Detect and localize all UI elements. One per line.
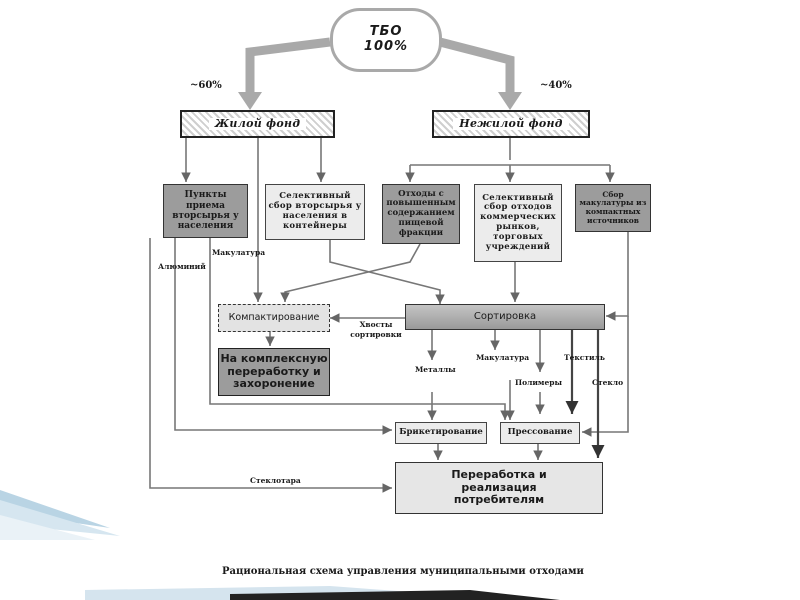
pressing-box: Прессование xyxy=(500,422,580,444)
collection-points-label: Пункты приема вторсырья у населения xyxy=(172,190,239,232)
paper-collection-box: Сбор макулатуры из компактных источников xyxy=(575,184,651,232)
sorting-box: Сортировка xyxy=(405,304,605,330)
food-waste-label: Отходы с повышенным содержанием пищевой … xyxy=(386,188,456,238)
consumers-box: Переработка и реализация потребителям xyxy=(395,462,603,514)
paper-collection-label: Сбор макулатуры из компактных источников xyxy=(579,189,647,225)
label-textile: Текстиль xyxy=(564,353,605,362)
food-waste-box: Отходы с повышенным содержанием пищевой … xyxy=(382,184,460,244)
label-sorting-tails: Хвосты сортировки xyxy=(350,320,402,339)
commercial-selective-label: Селективный сбор отходов коммерческих ры… xyxy=(480,192,556,252)
label-glass-container: Стеклотара xyxy=(250,476,301,485)
consumers-label: Переработка и реализация потребителям xyxy=(451,468,547,507)
commercial-selective-box: Селективный сбор отходов коммерческих ры… xyxy=(474,184,562,262)
label-metals: Металлы xyxy=(415,365,456,374)
sorting-label: Сортировка xyxy=(473,311,537,323)
label-paper-left: Макулатура xyxy=(212,248,266,257)
briquetting-box: Брикетирование xyxy=(395,422,487,444)
root-percent: 100% xyxy=(363,39,409,54)
compaction-label: Компактирование xyxy=(228,311,320,323)
root-title: ТБО xyxy=(369,24,403,40)
label-aluminium: Алюминий xyxy=(158,262,206,271)
residential-sector-box: Жилой фонд xyxy=(180,110,335,138)
selective-containers-label: Селективный сбор вторсырья у населения в… xyxy=(268,191,362,231)
disposal-box: На комплексную переработку и захоронение xyxy=(218,348,330,396)
label-glass: Стекло xyxy=(592,378,624,387)
collection-points-box: Пункты приема вторсырья у населения xyxy=(163,184,248,238)
label-polymers: Полимеры xyxy=(515,378,562,387)
diagram-caption: Рациональная схема управления муниципаль… xyxy=(222,566,584,577)
disposal-label: На комплексную переработку и захоронение xyxy=(220,352,328,391)
nonresidential-sector-box: Нежилой фонд xyxy=(432,110,590,138)
briquetting-label: Брикетирование xyxy=(399,427,483,438)
share-right-label: ~40% xyxy=(540,80,572,91)
root-node-tbo: ТБО 100% xyxy=(330,8,442,72)
residential-sector-label: Жилой фонд xyxy=(208,117,307,131)
label-paper-mid: Макулатура xyxy=(476,353,530,362)
compaction-box: Компактирование xyxy=(218,304,330,332)
share-left-label: ~60% xyxy=(190,80,222,91)
selective-containers-box: Селективный сбор вторсырья у населения в… xyxy=(265,184,365,240)
nonresidential-sector-label: Нежилой фонд xyxy=(453,117,569,131)
pressing-label: Прессование xyxy=(507,427,573,438)
